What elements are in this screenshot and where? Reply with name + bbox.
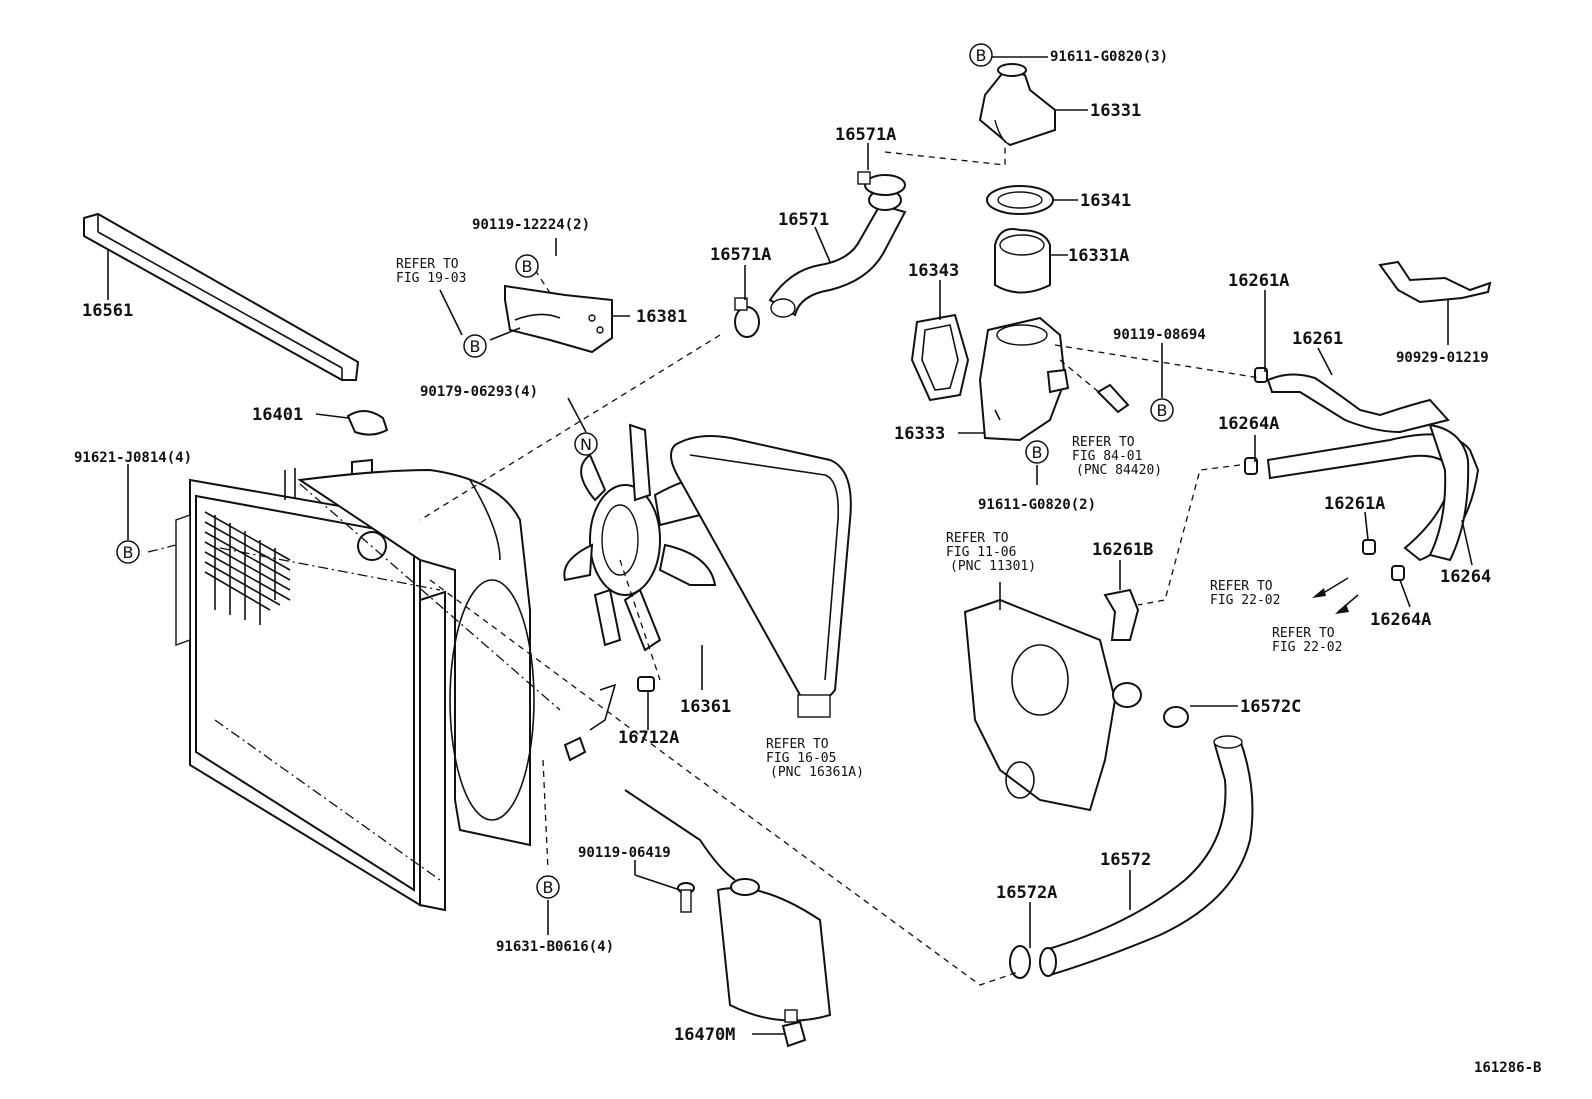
label-16261A-top: 16261A: [1228, 271, 1289, 291]
label-16331: 16331: [1090, 101, 1141, 121]
label-16571A-mid: 16571A: [710, 245, 771, 265]
callout-b-1: B: [969, 43, 993, 67]
dashed-lines: [147, 140, 1261, 986]
label-90119-12224: 90119-12224(2): [472, 217, 590, 233]
leader-lines: [107, 56, 1473, 1035]
label-16401: 16401: [252, 405, 303, 425]
label-16333: 16333: [894, 424, 945, 444]
clip-16712A: [637, 676, 655, 692]
callout-b-4: B: [116, 540, 140, 564]
refer-fig-84-01: REFER TO FIG 84-01 (PNC 84420): [1072, 435, 1162, 478]
bypass-hoses: [1266, 373, 1480, 562]
upper-hose-16571: [768, 189, 907, 318]
label-91621-J0814: 91621-J0814(4): [74, 450, 192, 466]
radiator: [175, 458, 446, 912]
clamp-16261A-mid: [1362, 539, 1376, 555]
fan-shroud: [297, 468, 535, 847]
radiator-fins: [204, 511, 291, 625]
refer-fig-11-06: REFER TO FIG 11-06 (PNC 11301): [946, 531, 1036, 574]
callout-b-7: B: [536, 875, 560, 899]
clamp-16572A: [1009, 945, 1031, 979]
arrow-22-02-a: [1312, 588, 1326, 598]
label-16381: 16381: [636, 307, 687, 327]
svg-text:B: B: [522, 257, 533, 276]
refer-fig-16-05: REFER TO FIG 16-05 (PNC 16361A): [766, 737, 864, 780]
label-90119-06419: 90119-06419: [578, 845, 671, 861]
svg-text:B: B: [1157, 401, 1168, 420]
clamp-16264A-bot: [1391, 565, 1405, 581]
label-16561: 16561: [82, 301, 133, 321]
thermostat-16331A: [994, 228, 1051, 294]
refer-fig-22-02-b: REFER TO FIG 22-02: [1272, 626, 1342, 655]
label-16571A-top: 16571A: [835, 125, 896, 145]
label-16361: 16361: [680, 697, 731, 717]
clamp-16572C: [1163, 706, 1189, 728]
label-16341: 16341: [1080, 191, 1131, 211]
gasket-16341: [986, 185, 1054, 215]
cap-16470M: [781, 1020, 807, 1048]
svg-text:B: B: [543, 878, 554, 897]
svg-text:B: B: [1032, 443, 1043, 462]
lower-hose-16572: [1039, 735, 1254, 977]
fan-belt: [670, 435, 852, 718]
svg-text:N: N: [580, 435, 592, 454]
label-16712A: 16712A: [618, 728, 679, 748]
label-16343: 16343: [908, 261, 959, 281]
callout-b-5: B: [1150, 398, 1174, 422]
svg-text:B: B: [123, 543, 134, 562]
svg-text:B: B: [976, 46, 987, 65]
callout-b-3: B: [463, 334, 487, 358]
arrow-22-02-b: [1335, 604, 1349, 614]
label-91631-B0616: 91631-B0616(4): [496, 939, 614, 955]
svg-text:B: B: [470, 337, 481, 356]
label-90119-08694: 90119-08694: [1113, 327, 1206, 343]
clamp-16264A-top: [1244, 457, 1258, 475]
label-91611-G0820-2: 91611-G0820(2): [978, 497, 1096, 513]
label-16261: 16261: [1292, 329, 1343, 349]
label-16264: 16264: [1440, 567, 1491, 587]
diagram-id: 161286-B: [1474, 1060, 1541, 1076]
label-16571: 16571: [778, 210, 829, 230]
label-16572A: 16572A: [996, 883, 1057, 903]
label-90929-01219: 90929-01219: [1396, 350, 1489, 366]
label-16261B: 16261B: [1092, 540, 1153, 560]
bracket-16381: [504, 284, 613, 354]
elbow-16261B: [1103, 588, 1140, 641]
label-16264A-top: 16264A: [1218, 414, 1279, 434]
radiator-seal-16561: [83, 212, 360, 381]
reservoir-tank: [624, 789, 832, 1023]
water-outlet-16331: [978, 63, 1056, 147]
callout-b-6: B: [1025, 440, 1049, 464]
refer-fig-19-03: REFER TO FIG 19-03: [396, 257, 466, 286]
temp-sensor: [1096, 383, 1130, 414]
callout-b-2: B: [515, 254, 539, 278]
bolt-90119-06419: [677, 882, 695, 913]
gasket-16343: [910, 313, 970, 402]
bracket-90929: [1378, 260, 1492, 304]
clamp-16571A-upper: [857, 171, 906, 196]
label-90179-06293: 90179-06293(4): [420, 384, 538, 400]
refer-fig-22-02-a: REFER TO FIG 22-02: [1210, 579, 1280, 608]
label-16572C: 16572C: [1240, 697, 1301, 717]
shroud-hose-stub: [563, 683, 617, 762]
label-16261A-mid: 16261A: [1324, 494, 1385, 514]
label-16470M: 16470M: [674, 1025, 735, 1045]
callout-n: N: [574, 432, 598, 456]
label-91611-G0820-3: 91611-G0820(3): [1050, 49, 1168, 65]
label-16331A: 16331A: [1068, 246, 1129, 266]
water-pump: [963, 598, 1142, 812]
fan-16361: [563, 423, 722, 652]
water-inlet-16333: [978, 316, 1070, 442]
clamp-16261A-top: [1254, 367, 1268, 383]
label-16264A-bot: 16264A: [1370, 610, 1431, 630]
radiator-cap-16401: [346, 410, 389, 436]
label-16572: 16572: [1100, 850, 1151, 870]
clamp-16571A-lower: [734, 297, 760, 338]
